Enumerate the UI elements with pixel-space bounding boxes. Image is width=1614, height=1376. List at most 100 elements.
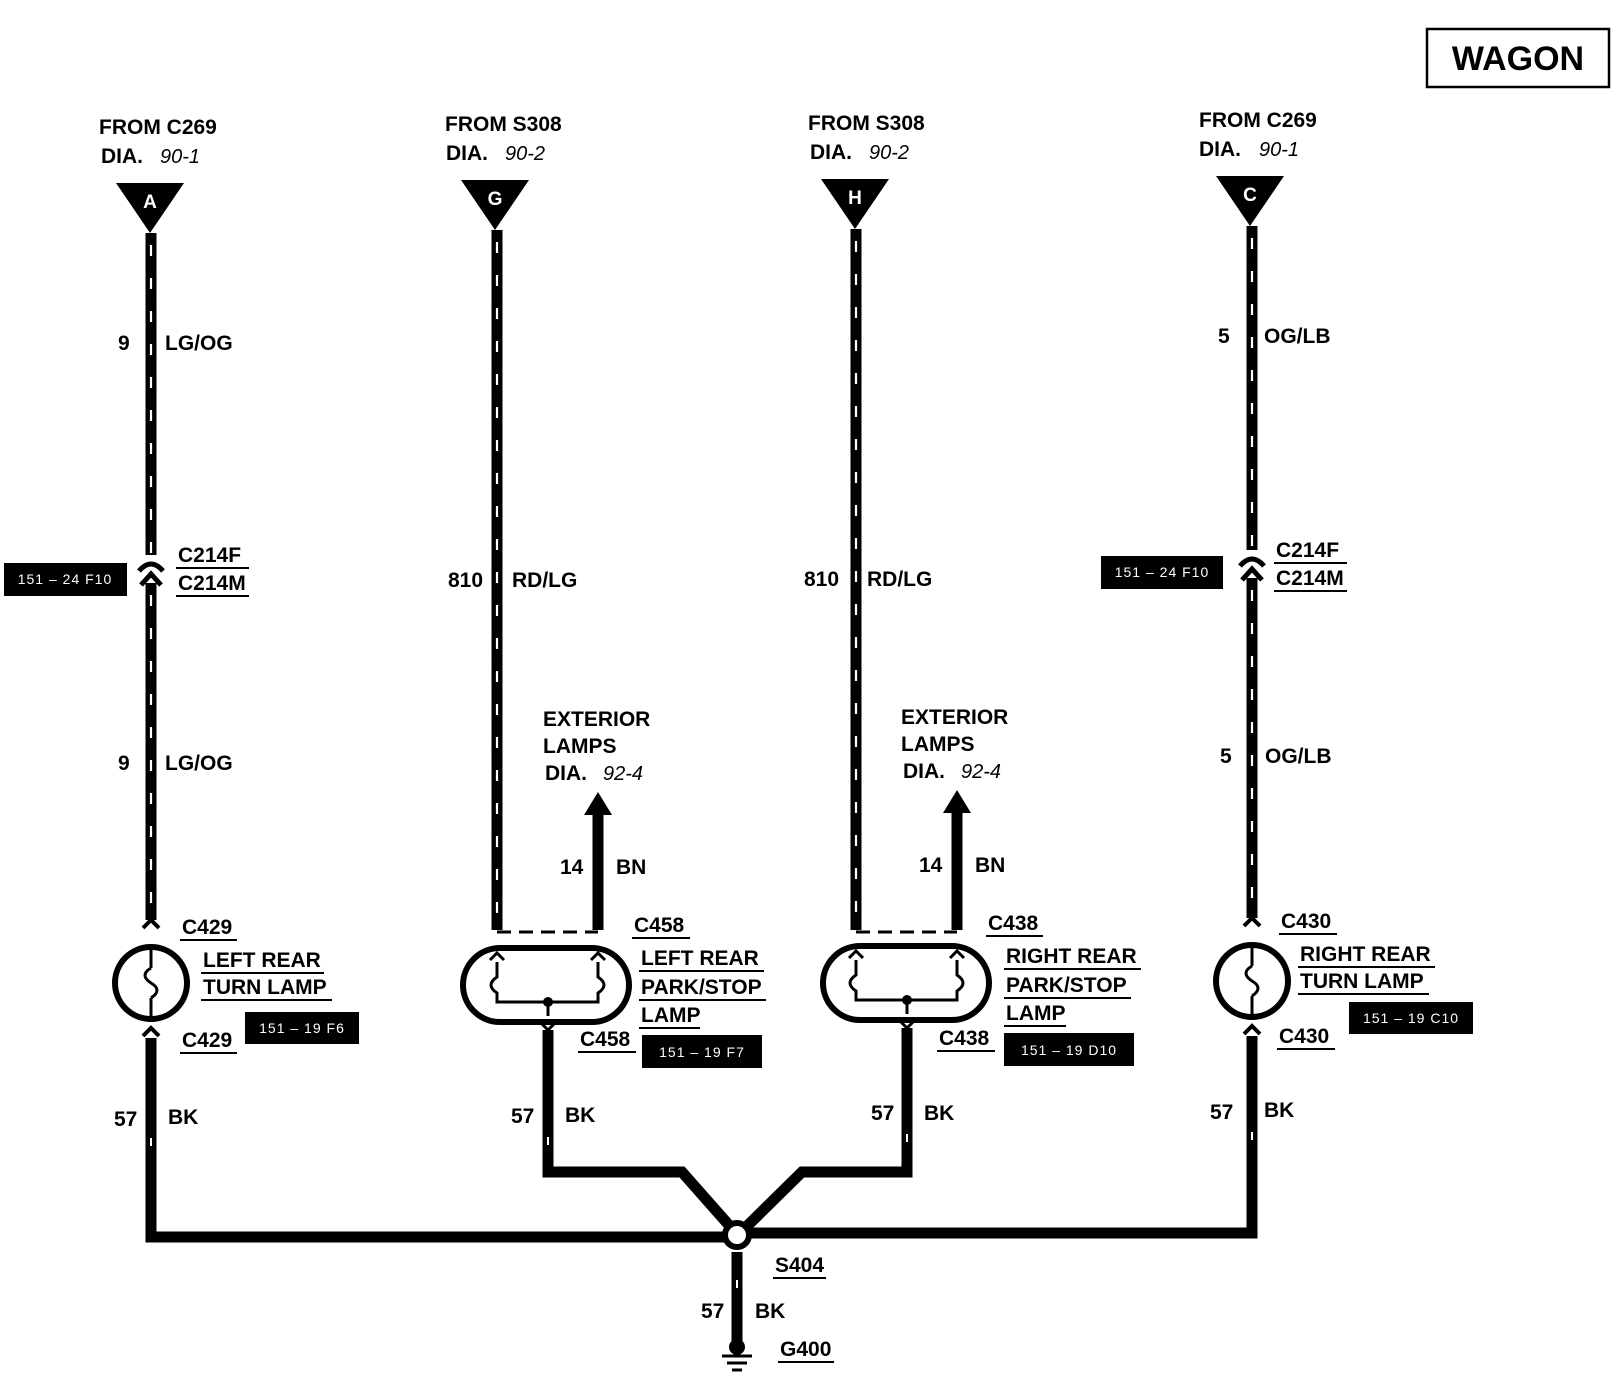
wire-gnd-4-circuit: 57: [1210, 1101, 1233, 1124]
source-h: FROM S308 DIA. 90-2 H: [808, 112, 925, 229]
wire-center-left-circuit: 810: [448, 569, 483, 592]
c429-top-label: C429: [182, 916, 232, 939]
wire-gnd-3-circuit: 57: [871, 1102, 894, 1125]
wire-gnd-2: [542, 1030, 740, 1236]
wire-left-upper-color: LG/OG: [165, 332, 233, 355]
wire-right-upper-circuit: 5: [1218, 325, 1230, 348]
left-rear-park-stop-lamp: [460, 945, 632, 1033]
connector-arrow-icon: [821, 179, 889, 229]
right-rear-turn-lamp: [1213, 915, 1291, 1036]
lamp-name-right-park-2: PARK/STOP: [1006, 974, 1127, 997]
source-a-from: FROM C269: [99, 116, 217, 139]
wire-left-upper-circuit: 9: [118, 332, 130, 355]
source-g-from: FROM S308: [445, 113, 562, 136]
left-rear-turn-lamp: [112, 917, 190, 1038]
wire-bn-right-circuit: 14: [919, 854, 943, 877]
wire-gnd-1-circuit: 57: [114, 1108, 137, 1131]
source-g-pin: G: [488, 189, 503, 210]
source-a-dia-ref: 90-1: [160, 146, 200, 168]
c429-bottom-label: C429: [182, 1029, 232, 1052]
inline-connector-female-icon: [1238, 556, 1266, 568]
connector-arrow-icon: [116, 183, 184, 233]
connector-arrow-icon: [461, 180, 529, 230]
source-c: FROM C269 DIA. 90-1 C: [1199, 109, 1317, 226]
inline-left-ref: 151 – 24 F10: [18, 571, 113, 587]
c438-bottom-label: C438: [939, 1027, 990, 1050]
exterior-right-line2: LAMPS: [901, 733, 975, 756]
ref-box: [1004, 1033, 1134, 1066]
inline-right-male: C214M: [1276, 567, 1344, 590]
inline-connector-female-icon: [137, 561, 165, 573]
wire-gnd-4: [740, 1036, 1258, 1239]
ref-box: [1101, 556, 1223, 589]
variant-label: WAGON: [1452, 40, 1584, 78]
source-a-pin: A: [143, 192, 157, 213]
lamp-name-right-park-1: RIGHT REAR: [1006, 945, 1137, 968]
lamp-name-left-turn-2: TURN LAMP: [203, 976, 327, 999]
arrow-up-icon: [584, 792, 612, 815]
wire-gnd-2-circuit: 57: [511, 1105, 534, 1128]
wire-gnd-main-color: BK: [755, 1300, 785, 1323]
source-g-dia-label: DIA.: [446, 142, 488, 165]
wire-gnd-4-color: BK: [1264, 1099, 1294, 1122]
c429-ref: 151 – 19 F6: [259, 1020, 345, 1036]
wire-bn-left-color: BN: [616, 856, 646, 879]
wire-left-lower-circuit: 9: [118, 752, 130, 775]
connector-arrow-icon: [1216, 176, 1284, 226]
lamp-name-left-park-2: PARK/STOP: [641, 976, 762, 999]
ref-box: [4, 563, 127, 596]
wire-gnd-3: [737, 1028, 913, 1236]
source-a: FROM C269 DIA. 90-1 A: [99, 116, 217, 233]
c458-top-label: C458: [634, 914, 685, 937]
lamp-name-left-turn-1: LEFT REAR: [203, 949, 321, 972]
ground-icon: [722, 1339, 752, 1372]
source-a-dia-label: DIA.: [101, 145, 143, 168]
ground-label: G400: [780, 1338, 831, 1361]
wire-gnd-3-color: BK: [924, 1102, 954, 1125]
exterior-left-dia-label: DIA.: [545, 762, 587, 785]
wire-gnd-main-circuit: 57: [701, 1300, 724, 1323]
inline-connector-male-icon: [1240, 565, 1264, 582]
c458-bottom-label: C458: [580, 1028, 631, 1051]
c430-top-label: C430: [1281, 910, 1331, 933]
lamp-name-right-turn-2: TURN LAMP: [1300, 970, 1424, 993]
arrow-up-icon: [943, 790, 971, 813]
variant-box: [1425, 27, 1611, 89]
exterior-left-line2: LAMPS: [543, 735, 617, 758]
wire-right-lower-circuit: 5: [1220, 745, 1232, 768]
exterior-left-dia-ref: 92-4: [603, 763, 643, 785]
lamp-name-left-park-1: LEFT REAR: [641, 947, 759, 970]
lamp-name-right-park-3: LAMP: [1006, 1002, 1066, 1025]
source-c-dia-label: DIA.: [1199, 138, 1241, 161]
source-g: FROM S308 DIA. 90-2 G: [445, 113, 562, 230]
ref-box: [642, 1035, 762, 1068]
inline-left-male: C214M: [178, 572, 246, 595]
exterior-left-line1: EXTERIOR: [543, 708, 650, 731]
lamp-name-left-park-3: LAMP: [641, 1004, 701, 1027]
source-h-dia-ref: 90-2: [869, 142, 909, 164]
wire-center-right-color: RD/LG: [867, 568, 932, 591]
source-h-dia-label: DIA.: [810, 141, 852, 164]
c430-bottom-label: C430: [1279, 1025, 1329, 1048]
c438-top-label: C438: [988, 912, 1039, 935]
wire-right-upper-color: OG/LB: [1264, 325, 1331, 348]
wire-left-lower-color: LG/OG: [165, 752, 233, 775]
wire-right-lower-color: OG/LB: [1265, 745, 1332, 768]
source-h-pin: H: [848, 188, 862, 209]
source-c-pin: C: [1243, 185, 1257, 206]
exterior-right-dia-ref: 92-4: [961, 761, 1001, 783]
wire-center-left-color: RD/LG: [512, 569, 577, 592]
c458-ref: 151 – 19 F7: [659, 1044, 745, 1060]
wire-bn-left-circuit: 14: [560, 856, 584, 879]
c430-ref: 151 – 19 C10: [1363, 1010, 1459, 1026]
splice-label: S404: [775, 1254, 824, 1277]
right-rear-park-stop-lamp: [820, 943, 992, 1031]
inline-right-ref: 151 – 24 F10: [1115, 564, 1210, 580]
wire-gnd-2-color: BK: [565, 1104, 595, 1127]
lamp-name-right-turn-1: RIGHT REAR: [1300, 943, 1431, 966]
wire-bn-right-color: BN: [975, 854, 1005, 877]
source-c-dia-ref: 90-1: [1259, 139, 1299, 161]
wire-gnd-1: [145, 1038, 735, 1243]
